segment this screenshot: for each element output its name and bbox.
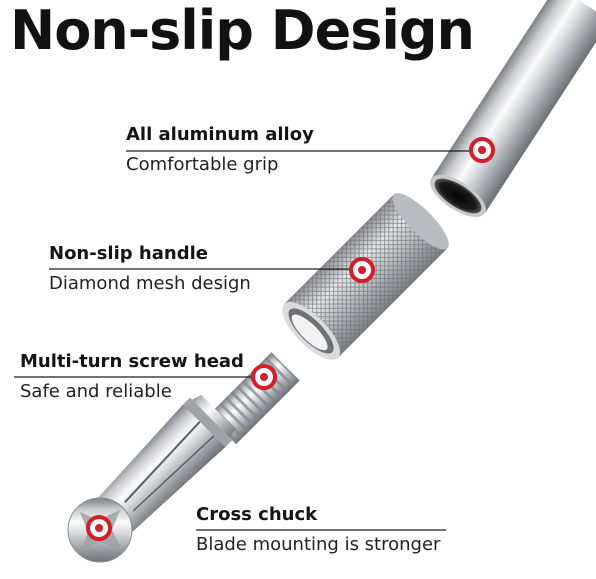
collet-body xyxy=(95,394,236,535)
feature-subtext: Blade mounting is stronger xyxy=(196,534,441,555)
feature-marker-icon xyxy=(86,137,495,541)
page-title: Non-slip Design xyxy=(10,0,475,62)
feature-label-aluminum: All aluminum alloy Comfortable grip xyxy=(126,124,314,176)
feature-label-chuck: Cross chuck Blade mounting is stronger xyxy=(196,504,440,556)
feature-heading: All aluminum alloy xyxy=(126,124,314,145)
feature-heading: Multi-turn screw head xyxy=(20,351,244,372)
feature-subtext: Diamond mesh design xyxy=(49,273,251,294)
leader-lines xyxy=(14,150,480,531)
feature-heading: Cross chuck xyxy=(196,504,318,525)
feature-label-screw-head: Multi-turn screw head Safe and reliable xyxy=(20,351,244,403)
feature-label-handle: Non-slip handle Diamond mesh design xyxy=(49,243,251,295)
feature-subtext: Safe and reliable xyxy=(20,381,172,402)
feature-heading: Non-slip handle xyxy=(49,243,208,264)
feature-subtext: Comfortable grip xyxy=(126,154,279,175)
